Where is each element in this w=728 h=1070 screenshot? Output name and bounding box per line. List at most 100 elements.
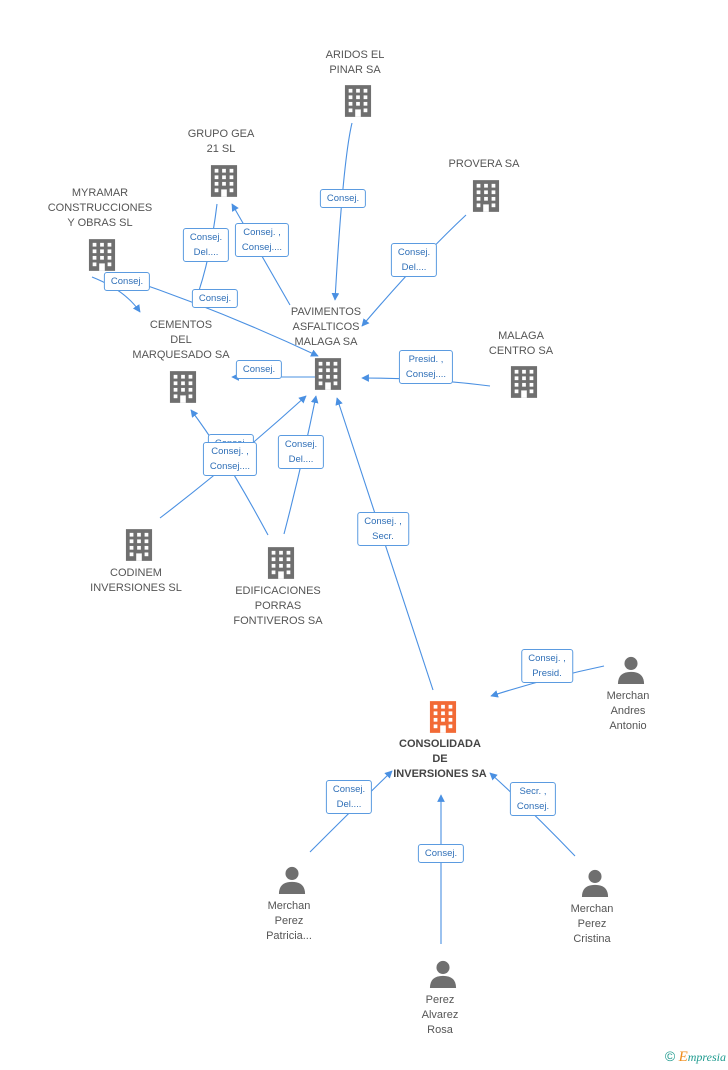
node-label-line: Merchan [570,903,614,915]
relation-label[interactable]: Consej. [235,360,283,379]
relation-text: Consej. [516,801,550,812]
relation-label[interactable]: Consej. [319,189,367,208]
relation-text: Consej. , [528,653,566,664]
relation-text: Consej.... [241,242,283,253]
company-name-codinem[interactable]: CODINEM INVERSIONES SL [90,566,182,596]
relation-text: Del.... [193,247,219,258]
relation-text: Consej. , [211,446,249,457]
relation-text: Consej. [326,193,360,204]
building-icon[interactable] [88,239,116,271]
node-label-line: Andres [610,705,646,717]
node-label-line: MARQUESADO SA [132,349,230,361]
relation-text: Consej. [198,293,232,304]
node-label-line: PAVIMENTOS [290,306,362,318]
node-label-line: Perez [274,915,304,927]
company-name-provera[interactable]: PROVERA SA [449,157,520,172]
building-icon[interactable] [472,180,500,212]
edge-line-myramar-cementos [91,276,141,313]
node-label-line: Merchan [606,690,650,702]
node-label-line: MALAGA [498,330,544,342]
relation-label[interactable]: Presid. , Consej.... [398,350,454,384]
relation-text: Del.... [336,799,362,810]
empresia-logo: © Empresia [664,1048,726,1065]
relation-label[interactable]: Consej. [103,272,151,291]
relation-text: Presid. , [408,354,444,365]
person-icon[interactable] [429,960,457,988]
node-label-line: Patricia... [266,930,312,942]
relation-text: Secr. , [519,786,547,797]
relation-label[interactable]: Consej. [417,844,465,863]
node-label-line: PORRAS [254,600,302,612]
node-label-line: Cristina [573,933,611,945]
relation-text: Consej. [284,439,318,450]
person-icon[interactable] [278,866,306,894]
node-label-line: Antonio [609,720,647,732]
company-name-pavimentos[interactable]: PAVIMENTOS ASFALTICOS MALAGA SA [291,305,361,350]
relation-text: Consej. [189,232,223,243]
relation-label[interactable]: Consej. , Presid. [521,649,573,683]
relation-text: Consej. [242,364,276,375]
relation-text: Consej. , [243,227,281,238]
relation-text: Consej. , [364,516,402,527]
node-label-line: ARIDOS EL [325,49,385,61]
relation-text: Consej. [424,848,458,859]
relation-label[interactable]: Consej. [191,289,239,308]
relation-text: Secr. [372,531,394,542]
node-label-line: Perez [425,994,455,1006]
company-name-consolidada[interactable]: CONSOLIDADA DE INVERSIONES SA [393,737,487,782]
relation-label[interactable]: Consej.Del.... [277,435,325,469]
node-label-line: DEL [170,334,192,346]
building-icon[interactable] [510,366,538,398]
company-name-malaga-centro[interactable]: MALAGA CENTRO SA [489,329,553,359]
relation-text: Consej. [397,247,431,258]
relation-text: Consej.... [405,369,447,380]
building-icon[interactable] [429,701,457,733]
company-name-aridos[interactable]: ARIDOS EL PINAR SA [326,48,385,78]
node-label-line: DE [432,753,448,765]
relation-text: Consej.... [209,461,251,472]
person-icon[interactable] [581,869,609,897]
node-label-line: CEMENTOS [149,319,213,331]
node-label-line: CENTRO SA [488,345,554,357]
node-label-line: MALAGA SA [294,336,358,348]
node-label-line: PINAR SA [329,64,381,76]
relation-text: Consej. [110,276,144,287]
relation-label[interactable]: Consej. , Consej.... [202,442,258,476]
node-label-line: Perez [577,918,607,930]
node-label-line: Alvarez [421,1009,459,1021]
node-label-line: CONSTRUCCIONES [47,202,153,214]
node-label-line: GRUPO GEA [187,128,255,140]
node-label-line: MYRAMAR [71,187,129,199]
relation-label[interactable]: Consej. , Secr. [357,512,409,546]
relation-label[interactable]: Consej. Del.... [182,228,230,262]
node-label-line: Rosa [427,1024,453,1036]
relation-label[interactable]: Secr. , Consej. [509,782,557,816]
building-icon[interactable] [210,165,238,197]
node-label-line: PROVERA SA [448,158,520,170]
node-label-line: INVERSIONES SL [90,582,182,594]
node-label-line: Merchan [267,900,311,912]
building-icon[interactable] [169,371,197,403]
relation-label[interactable]: Consej. , Consej.... [234,223,290,257]
node-label-line: ASFALTICOS [292,321,360,333]
node-label-line: INVERSIONES SA [393,768,487,780]
building-icon[interactable] [125,529,153,561]
node-label-line: CONSOLIDADA [399,738,481,750]
company-name-grupo-gea[interactable]: GRUPO GEA 21 SL [188,127,255,157]
node-label-line: 21 SL [206,143,236,155]
company-name-cementos[interactable]: CEMENTOS DEL MARQUESADO SA [132,318,229,363]
building-icon[interactable] [314,358,342,390]
person-icon[interactable] [617,656,645,684]
node-label-line: CODINEM [110,567,162,579]
relation-text: Presid. [532,668,562,679]
building-icon[interactable] [267,547,295,579]
building-icon[interactable] [344,85,372,117]
relation-label[interactable]: Consej.Del.... [390,243,438,277]
relation-label[interactable]: Consej.Del.... [325,780,373,814]
